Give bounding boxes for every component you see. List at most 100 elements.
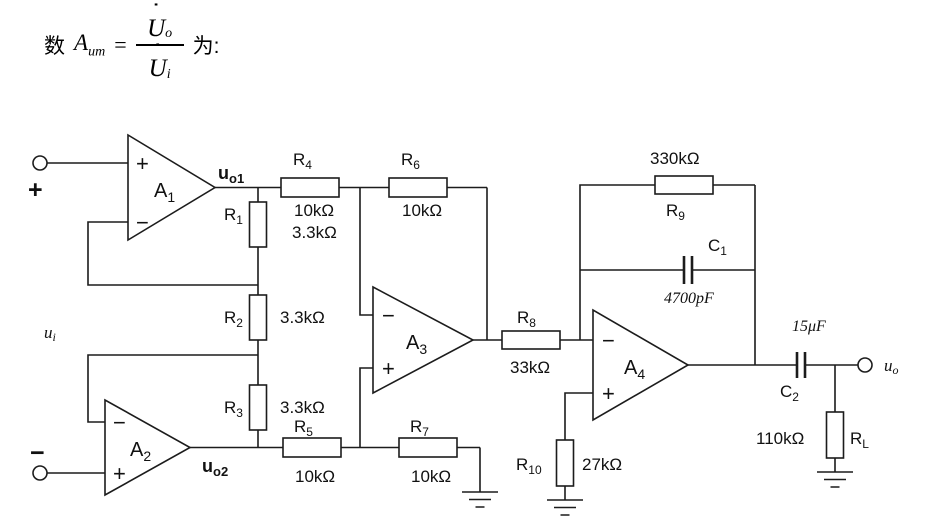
r1-label: R1 (224, 205, 243, 227)
a2-noninverting-sign: + (113, 461, 126, 486)
input-terminal-minus (32, 465, 48, 481)
r8-label: R8 (517, 308, 536, 330)
c1-label-sub: 1 (720, 244, 727, 258)
c2-label-sub: 2 (792, 390, 799, 404)
numerator-base: U (147, 15, 166, 42)
opamp-a3-label: A3 (406, 332, 427, 357)
gain-symbol-base: A (74, 29, 89, 55)
c1-label-base: C (708, 236, 720, 255)
r4-value: 10kΩ (294, 201, 334, 220)
resistor-r8-body (501, 330, 561, 350)
c1-label: C1 (708, 236, 727, 258)
ground-symbol-r7 (462, 491, 498, 508)
wire-a3-inverting-branch (359, 187, 373, 316)
r9-label-sub: 9 (678, 209, 685, 223)
r1-label-sub: 1 (236, 213, 243, 227)
r10-label-sub: 10 (528, 463, 542, 477)
opamp-a3-triangle (372, 285, 475, 395)
node-label-uo2: uo2 (202, 456, 228, 479)
denominator-stack: ˙U (149, 41, 167, 82)
resistor-r5-body (282, 437, 342, 458)
c2-value: 15μF (792, 318, 826, 335)
numerator-sub: o (165, 26, 173, 42)
a1-noninverting-sign: + (136, 151, 149, 176)
r6-value: 10kΩ (402, 201, 442, 220)
fraction-bar (135, 44, 184, 47)
r10-label: R10 (516, 455, 542, 477)
r6-label: R6 (401, 150, 420, 172)
wire-a4-feedback (579, 184, 756, 365)
resistor-r1-body (248, 201, 268, 248)
r4-label-base: R (293, 150, 305, 169)
r8-value: 33kΩ (510, 358, 550, 377)
c2-label-base: C (780, 382, 792, 401)
resistor-rl-body (825, 411, 845, 459)
c2-label: C2 (780, 382, 799, 404)
a2-inverting-sign: − (113, 410, 126, 435)
r7-value: 10kΩ (411, 467, 451, 486)
uo-base: u (884, 356, 893, 375)
a4-inverting-sign: − (602, 328, 615, 353)
resistor-r10-body (555, 439, 575, 487)
ground-symbol-r10 (547, 499, 583, 516)
wire-a4-noninverting (564, 392, 593, 500)
output-signal-label: uo (884, 356, 899, 377)
c1-value: 4700pF (664, 290, 714, 307)
input-terminal-plus (32, 155, 48, 171)
opamp-a2-label: A2 (130, 439, 151, 464)
a2-sub: 2 (143, 448, 151, 464)
uo-sub: o (893, 363, 899, 377)
uo2-sub: o2 (213, 464, 228, 479)
r2-label: R2 (224, 308, 243, 330)
ground-symbol-rl (817, 471, 853, 488)
r10-value: 27kΩ (582, 455, 622, 474)
a2-base: A (130, 439, 144, 461)
ui-base: u (44, 323, 53, 342)
r2-label-base: R (224, 308, 236, 327)
r10-label-base: R (516, 455, 528, 474)
resistor-r3-body (248, 384, 268, 431)
a1-sub: 1 (167, 189, 175, 205)
r9-label-base: R (666, 201, 678, 220)
opamp-a2-triangle (104, 398, 192, 497)
rl-label-base: R (850, 429, 862, 448)
wire-a2-feedback (87, 354, 258, 423)
r8-label-sub: 8 (529, 316, 536, 330)
denominator-dot-accent: ˙ (154, 41, 161, 64)
r5-value: 10kΩ (295, 467, 335, 486)
r3-label-sub: 3 (236, 406, 243, 420)
input-signal-label: ui (44, 323, 56, 344)
opamp-a1-triangle (127, 133, 217, 242)
r5-label: R5 (294, 417, 313, 439)
r9-value: 330kΩ (650, 149, 700, 168)
numerator-stack: ˙U (147, 2, 166, 42)
r4-label: R4 (293, 150, 312, 172)
r5-label-sub: 5 (306, 425, 313, 439)
gain-symbol: Aum (74, 30, 105, 61)
resistor-r6-body (388, 177, 448, 198)
resistor-r2-body (248, 294, 268, 341)
input-plus-sign: + (28, 176, 43, 204)
r3-label: R3 (224, 398, 243, 420)
input-minus-sign: − (30, 439, 45, 467)
r4-label-sub: 4 (305, 158, 312, 172)
rl-label-sub: L (862, 437, 869, 451)
a3-noninverting-sign: + (382, 356, 395, 381)
r3-value: 3.3kΩ (280, 398, 325, 417)
r2-label-sub: 2 (236, 316, 243, 330)
resistor-r7-body (398, 437, 458, 458)
wire-a3-noninverting-branch (359, 367, 373, 448)
a3-base: A (406, 332, 420, 354)
uo2-base: u (202, 456, 213, 476)
a4-sub: 4 (637, 366, 645, 382)
a4-base: A (624, 357, 638, 379)
a3-sub: 3 (419, 341, 427, 357)
rl-label: RL (850, 429, 869, 451)
resistor-r4-body (280, 177, 340, 198)
r3-label-base: R (224, 398, 236, 417)
gain-symbol-sub: um (88, 44, 106, 60)
